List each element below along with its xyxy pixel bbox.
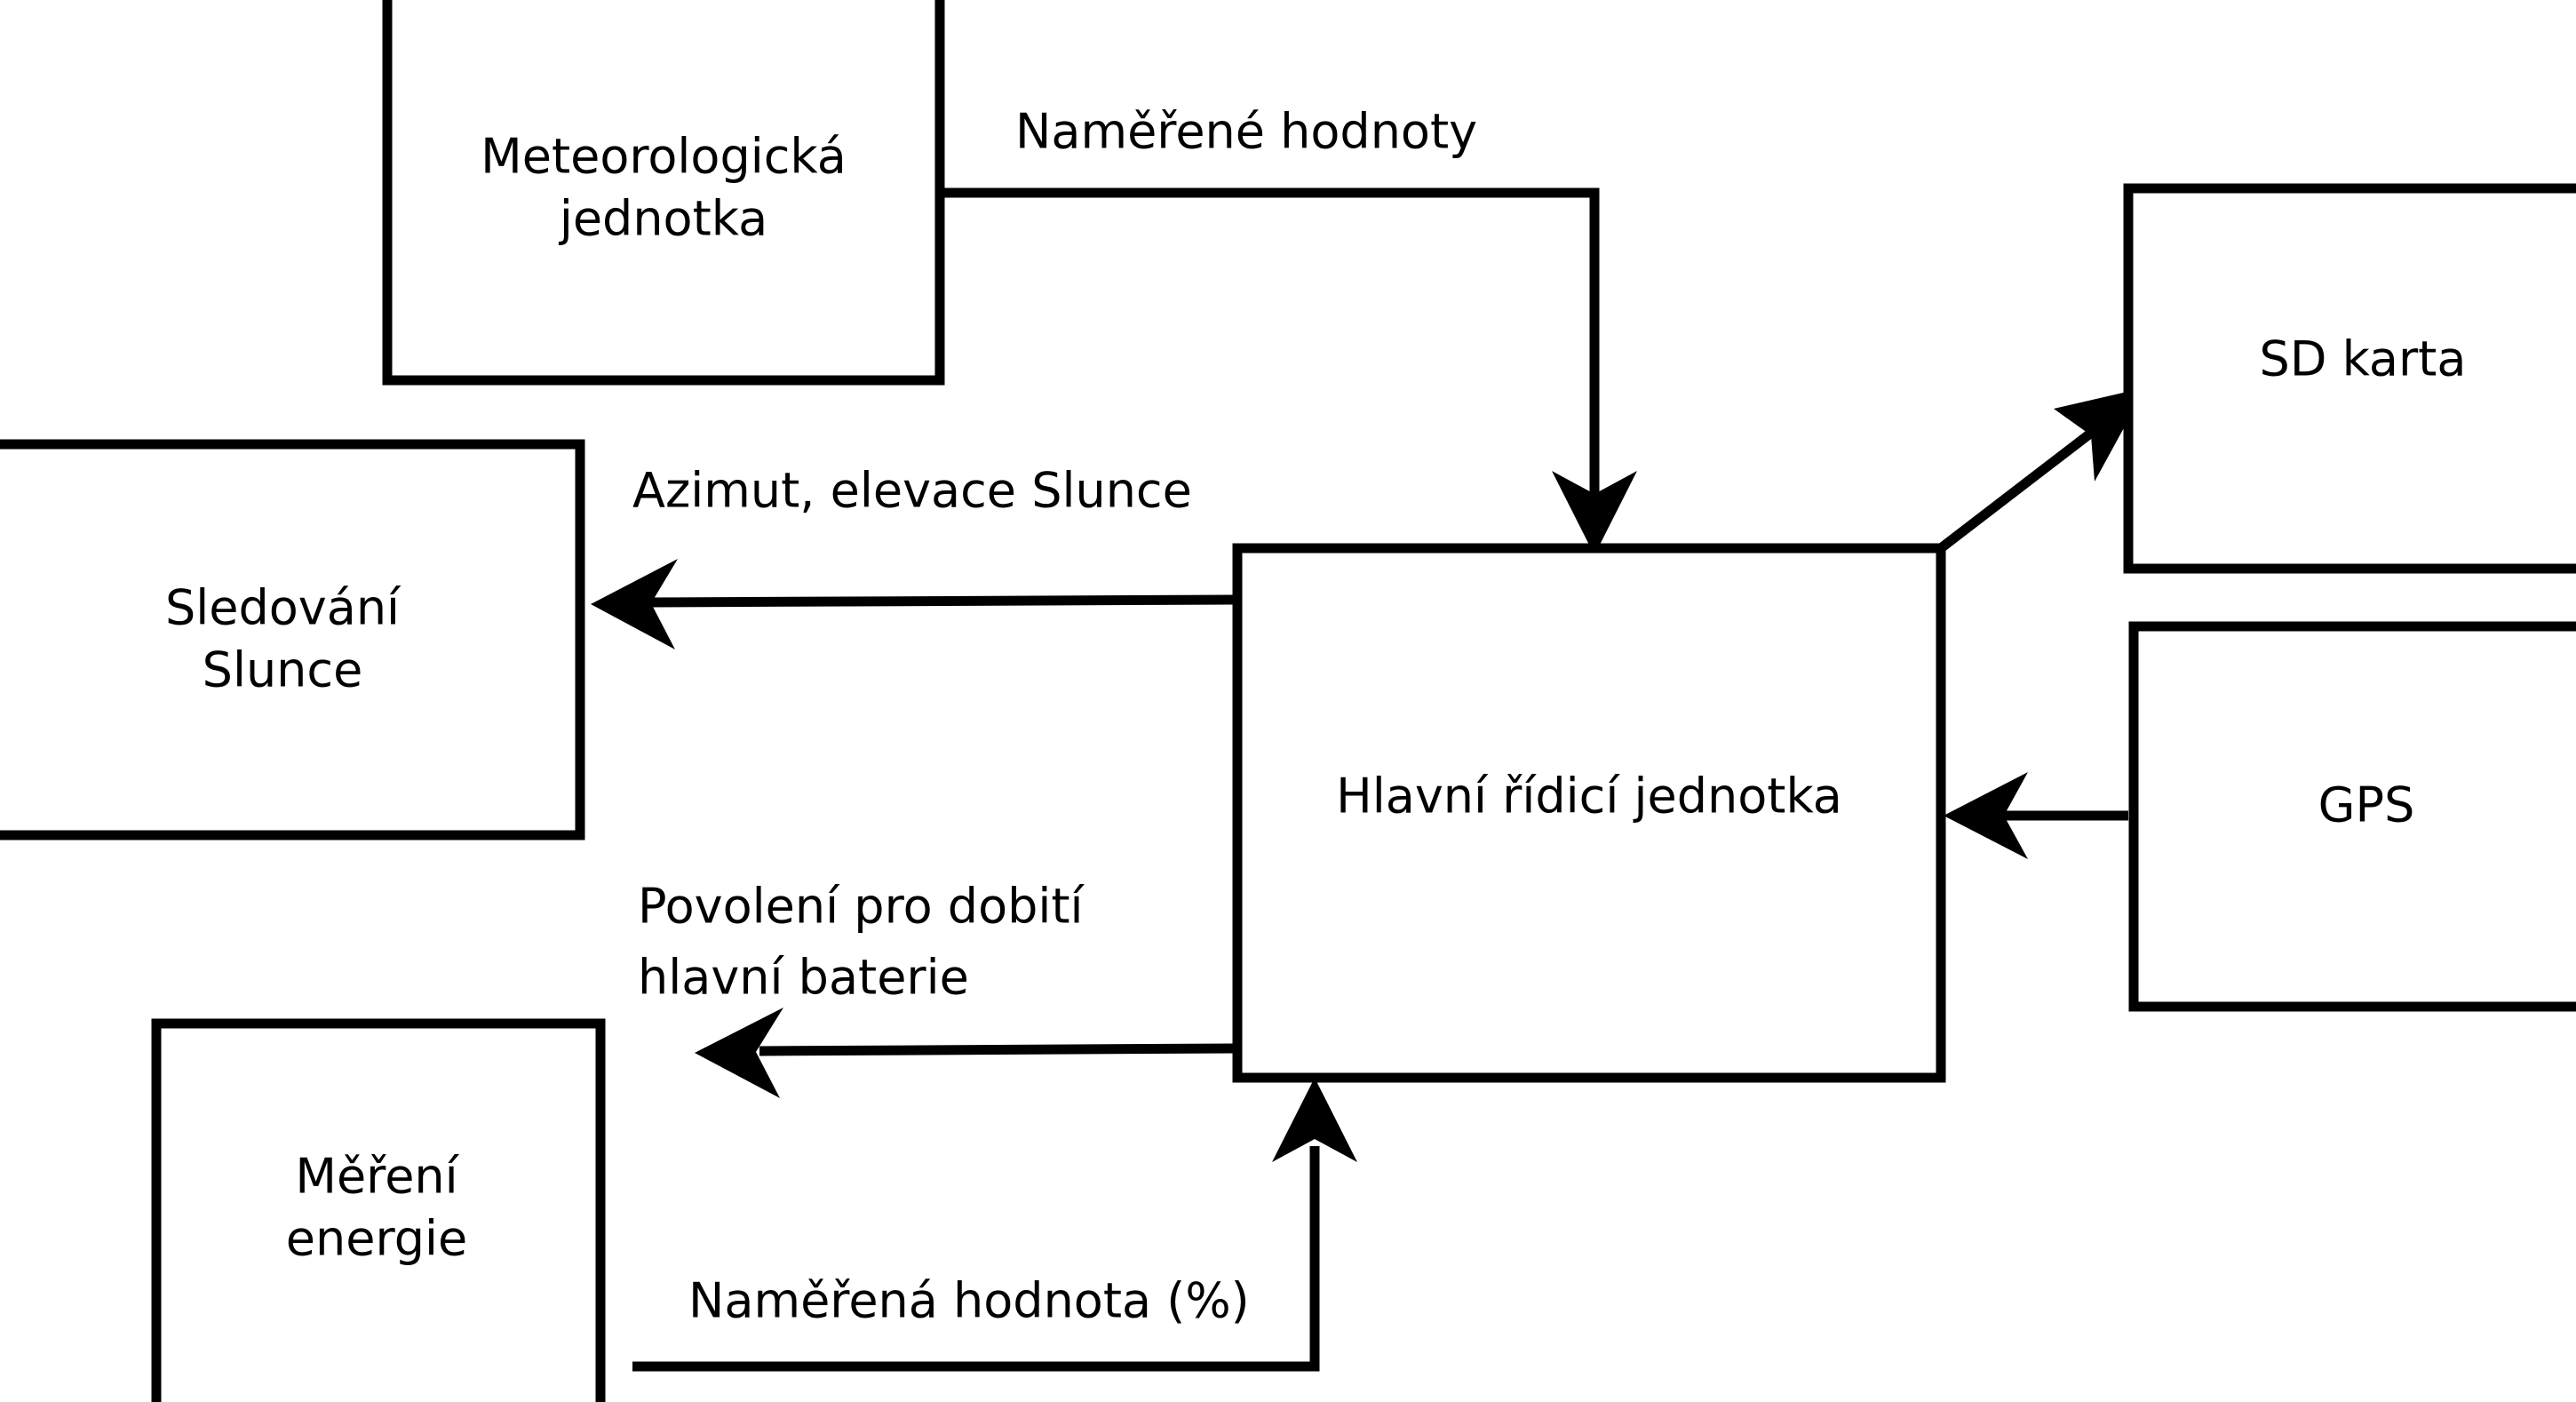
node-tracking-label-line2: Slunce	[203, 642, 363, 698]
node-tracking-rect[interactable]	[0, 439, 585, 840]
node-gps-rect[interactable]	[2128, 621, 2576, 1012]
edge-main-to-tracking-line	[648, 594, 1236, 608]
node-main[interactable]: Hlavní řídicí jednotka	[1232, 543, 1946, 1083]
edge-label-povoleni-line1: Povolení pro dobití	[638, 879, 1085, 935]
node-meteo-rect[interactable]	[382, 0, 945, 386]
arrowhead-to-main-left	[1944, 772, 2028, 859]
arrowhead-to-sd	[2054, 387, 2146, 482]
node-sd-rect[interactable]	[2123, 183, 2576, 574]
edge-energy-to-main-line	[632, 1146, 1320, 1372]
edge-meteo-to-main	[944, 187, 1637, 555]
edge-main-to-energy	[695, 1008, 1236, 1098]
node-energy[interactable]: Měření energie	[151, 1018, 606, 1402]
node-gps-label-line1: GPS	[2318, 777, 2415, 833]
node-main-rect[interactable]	[1232, 543, 1946, 1083]
edge-gps-to-main	[1944, 772, 2128, 859]
edge-label-namerena-hodnota: Naměřená hodnota (%)	[688, 1273, 1250, 1329]
node-meteo-label-line1: Meteorologická	[481, 129, 847, 185]
edge-main-to-tracking	[591, 559, 1236, 649]
edge-label-azimut-elevace: Azimut, elevace Slunce	[632, 463, 1192, 519]
edge-main-to-energy-line	[759, 1043, 1236, 1056]
node-gps[interactable]: GPS	[2128, 621, 2576, 1012]
arrowhead-down-main	[1552, 471, 1637, 555]
edge-energy-to-main	[632, 1078, 1357, 1372]
node-energy-rect[interactable]	[151, 1018, 606, 1402]
node-meteo-label-line2: jednotka	[559, 191, 767, 247]
node-tracking-label-line1: Sledování	[165, 580, 402, 636]
arrowhead-up-main	[1272, 1078, 1357, 1162]
node-main-label-line1: Hlavní řídicí jednotka	[1336, 769, 1842, 824]
edge-label-mereneho-hodnoty: Naměřené hodnoty	[1015, 104, 1477, 160]
edge-meteo-to-main-line	[944, 187, 1600, 533]
arrowhead-to-energy	[695, 1008, 783, 1098]
arrowhead-to-tracking	[591, 559, 678, 649]
edge-main-to-sd	[1937, 387, 2146, 553]
node-sd[interactable]: SD karta	[2123, 183, 2576, 574]
node-energy-label-line1: Měření	[295, 1149, 459, 1205]
node-sd-label-line1: SD karta	[2260, 331, 2467, 387]
edge-label-povoleni-line2: hlavní baterie	[638, 950, 969, 1006]
node-energy-label-line2: energie	[286, 1211, 467, 1267]
node-tracking[interactable]: Sledování Slunce	[0, 439, 585, 840]
node-meteo[interactable]: Meteorologická jednotka	[382, 0, 945, 386]
